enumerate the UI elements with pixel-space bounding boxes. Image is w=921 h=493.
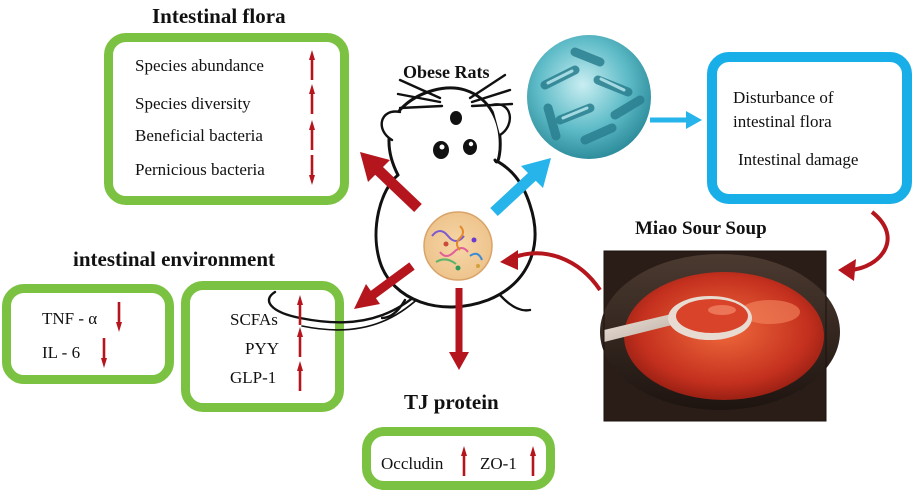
disturbance-line-2: intestinal flora [733,112,832,131]
environment-item-pyy: PYY [245,339,280,358]
gut-microbiota-icon [423,211,493,281]
tj-item-zo1: ZO-1 [480,454,517,473]
inflammation-item-tnf: TNF - α [42,309,98,328]
down-arrow-icon [116,302,122,332]
up-arrow-icon [309,84,315,114]
arrow-to-flora [372,164,422,212]
rat-left-eye [433,141,449,159]
indicator-arrows [101,50,536,476]
disturbance-line-1: Disturbance of [733,88,834,107]
environment-item-scfas: SCFAs [230,310,278,329]
up-arrow-icon [297,295,303,325]
flora-item-species-abundance: Species abundance [135,56,264,75]
intestinal-flora-title: Intestinal flora [152,4,286,28]
up-arrow-icon [309,50,315,80]
up-arrow-icon [297,327,303,357]
environment-box [181,281,344,412]
arrows [354,111,890,370]
arrow-to-environment [367,262,415,301]
up-arrow-icon [309,120,315,150]
flora-item-pernicious-bacteria: Pernicious bacteria [135,160,265,179]
down-arrow-icon [309,155,315,185]
rat-right-eye [463,139,477,155]
disturbance-box [707,52,912,204]
up-arrow-icon [461,446,467,476]
tj-protein-title: TJ protein [404,390,499,414]
intestinal-flora-box [104,33,349,205]
down-arrow-icon [101,338,107,368]
miao-sour-soup-title: Miao Sour Soup [635,218,767,239]
arrow-soup-to-rat [511,251,602,292]
flora-item-beneficial-bacteria: Beneficial bacteria [135,126,263,145]
inflammation-box [2,284,174,384]
inflammation-item-il6: IL - 6 [42,343,81,362]
up-arrow-icon [297,361,303,391]
rat-illustration [268,73,537,331]
miao-sour-soup-photo [600,250,840,422]
tj-item-occludin: Occludin [381,454,444,473]
rat-nose [450,111,462,125]
arrow-to-bacteria [490,169,539,217]
up-arrow-icon [530,446,536,476]
disturbance-line-3: Intestinal damage [738,150,859,169]
environment-item-glp1: GLP-1 [230,368,277,387]
bacteria-image [527,35,651,159]
flora-item-species-diversity: Species diversity [135,94,251,113]
tj-protein-box [362,427,555,490]
intestinal-environment-title: intestinal environment [73,247,276,271]
obese-rats-title: Obese Rats [403,62,490,82]
arrow-disturbance-to-soup [849,210,890,272]
